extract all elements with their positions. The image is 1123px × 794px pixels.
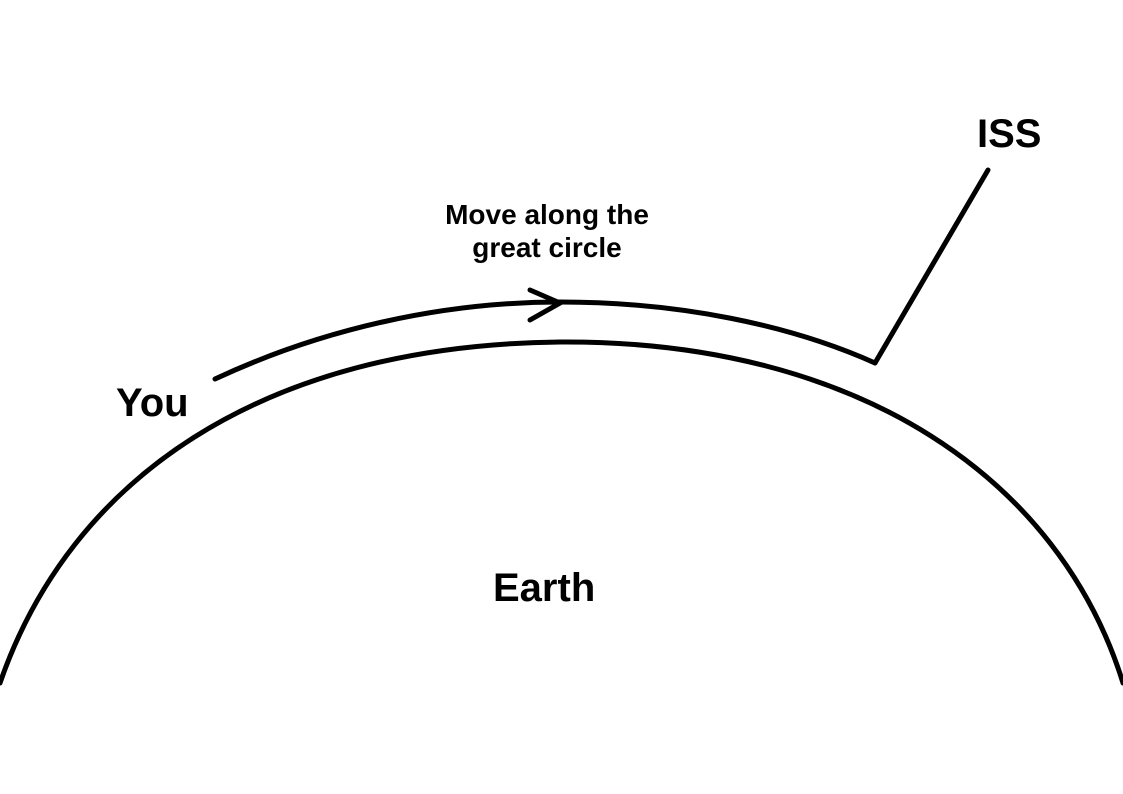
path-caption-line-1: Move along the [445, 199, 649, 230]
you-label: You [116, 381, 189, 425]
earth-label: Earth [493, 566, 595, 610]
ascent-line [872, 167, 991, 366]
direction-arrowhead [527, 287, 566, 323]
iss-label: ISS [977, 112, 1041, 156]
path-caption-line-2: great circle [472, 232, 621, 263]
earth-surface-arc [0, 339, 1123, 686]
